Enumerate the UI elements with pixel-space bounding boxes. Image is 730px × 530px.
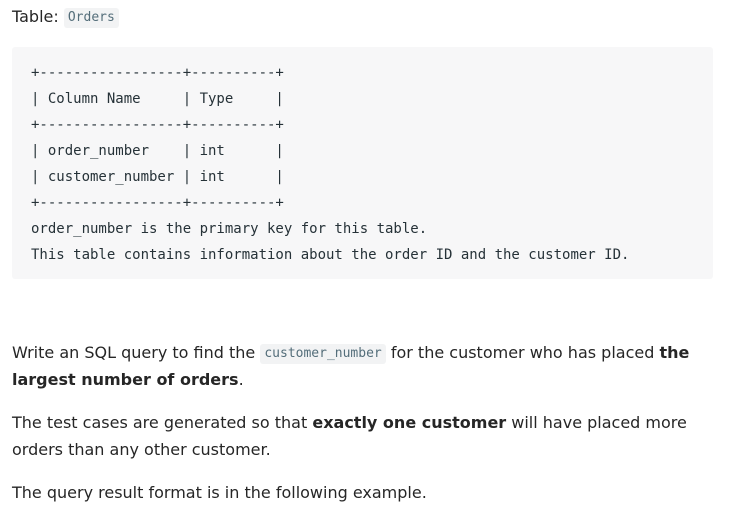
schema-border-top: +-----------------+----------+: [31, 65, 284, 81]
test-case-note: The test cases are generated so that exa…: [12, 409, 712, 463]
table-name-code: Orders: [63, 8, 119, 28]
schema-row-order-number: | order_number | int |: [31, 143, 284, 159]
test-case-text-2: will have placed more orders than any ot…: [12, 413, 687, 459]
schema-note-description: This table contains information about th…: [31, 247, 630, 263]
schema-note-primary-key: order_number is the primary key for this…: [31, 221, 428, 237]
schema-border-mid: +-----------------+----------+: [31, 117, 284, 133]
test-case-text-1: The test cases are generated so that: [12, 413, 313, 432]
test-case-emphasis: exactly one customer: [312, 413, 507, 432]
result-format-note: The query result format is in the follow…: [12, 483, 427, 502]
problem-statement: Write an SQL query to find the customer_…: [12, 339, 712, 393]
table-heading: Table: Orders: [12, 5, 119, 29]
statement-emphasis: the largest number of orders: [12, 343, 690, 389]
schema-border-bottom: +-----------------+----------+: [31, 195, 284, 211]
statement-text-3: .: [238, 370, 244, 389]
statement-text-2: for the customer who has placed: [385, 343, 660, 362]
schema-row-customer-number: | customer_number | int |: [31, 169, 284, 185]
schema-code-block: +-----------------+----------+ | Column …: [12, 47, 713, 279]
statement-text-1: Write an SQL query to find the: [12, 343, 261, 362]
customer-number-code: customer_number: [260, 344, 386, 364]
schema-header-row: | Column Name | Type |: [31, 91, 284, 107]
table-heading-prefix: Table:: [12, 7, 64, 26]
